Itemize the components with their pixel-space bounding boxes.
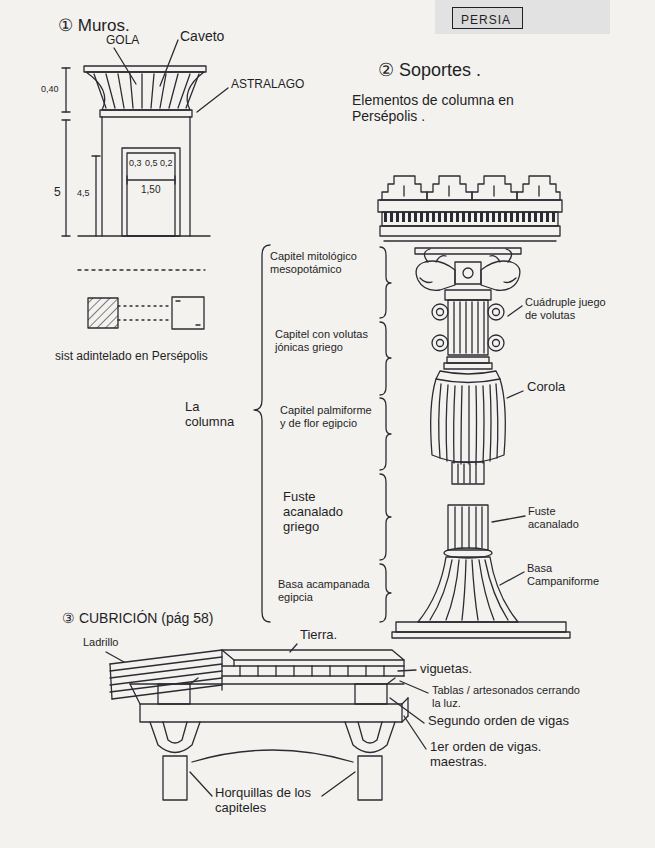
bracket-lines bbox=[254, 245, 391, 622]
label-text: 0,2 bbox=[160, 158, 173, 168]
label-text: Horquillas de los capiteles bbox=[215, 786, 320, 816]
label-text: 0,40 bbox=[41, 84, 59, 94]
label-text: 0,3 bbox=[129, 158, 142, 168]
tab-text: PERSIA bbox=[461, 13, 511, 27]
label-text: 4,5 bbox=[77, 188, 90, 198]
label-text: ② Soportes . bbox=[378, 60, 481, 81]
label-text: Caveto bbox=[180, 28, 224, 44]
label-text: 5 bbox=[54, 186, 61, 200]
label-text: Elementos de columna en Persépolis . bbox=[352, 92, 562, 124]
label-text: 0,5 bbox=[145, 158, 158, 168]
label-text: Ladrillo bbox=[83, 636, 118, 649]
label-text: ① Muros. bbox=[58, 16, 130, 36]
label-text: GOLA bbox=[106, 34, 139, 48]
title-tab: PERSIA bbox=[452, 7, 523, 29]
roof-section bbox=[106, 644, 428, 800]
label-text: 1er orden de vigas. maestras. bbox=[430, 740, 580, 770]
label-text: Tierra. bbox=[300, 628, 337, 643]
label-text: Corola bbox=[527, 380, 565, 395]
label-text: 1,50 bbox=[141, 184, 160, 196]
label-text: Segundo orden de vigas bbox=[428, 714, 588, 729]
label-text: Basa Campaniforme bbox=[527, 562, 612, 587]
tab-ground bbox=[435, 0, 610, 34]
label-text: sist adintelado en Persépolis bbox=[55, 350, 275, 364]
label-text: Capitel palmiforme y de flor egipcio bbox=[280, 404, 375, 429]
label-text: Fuste acanalado bbox=[528, 505, 608, 530]
label-text: Capitel con volutas jónicas griego bbox=[275, 328, 370, 353]
label-text: viguetas. bbox=[420, 662, 472, 677]
label-text: Cuádruple juego de volutas bbox=[525, 296, 617, 321]
label-text: Basa acampanada egipcia bbox=[278, 578, 376, 603]
wall-elevation bbox=[62, 40, 228, 270]
label-text: La columna bbox=[185, 400, 245, 430]
label-text: ③ CUBRICIÓN (pág 58) bbox=[62, 610, 213, 626]
wall-plan bbox=[88, 297, 204, 329]
label-text: Capitel mitológico mesopotámico bbox=[270, 250, 370, 275]
label-text: Fuste acanalado griego bbox=[283, 490, 373, 535]
label-text: Tablas / artesonados cerrando la luz. bbox=[432, 684, 582, 709]
label-text: ASTRALAGO bbox=[231, 78, 304, 92]
